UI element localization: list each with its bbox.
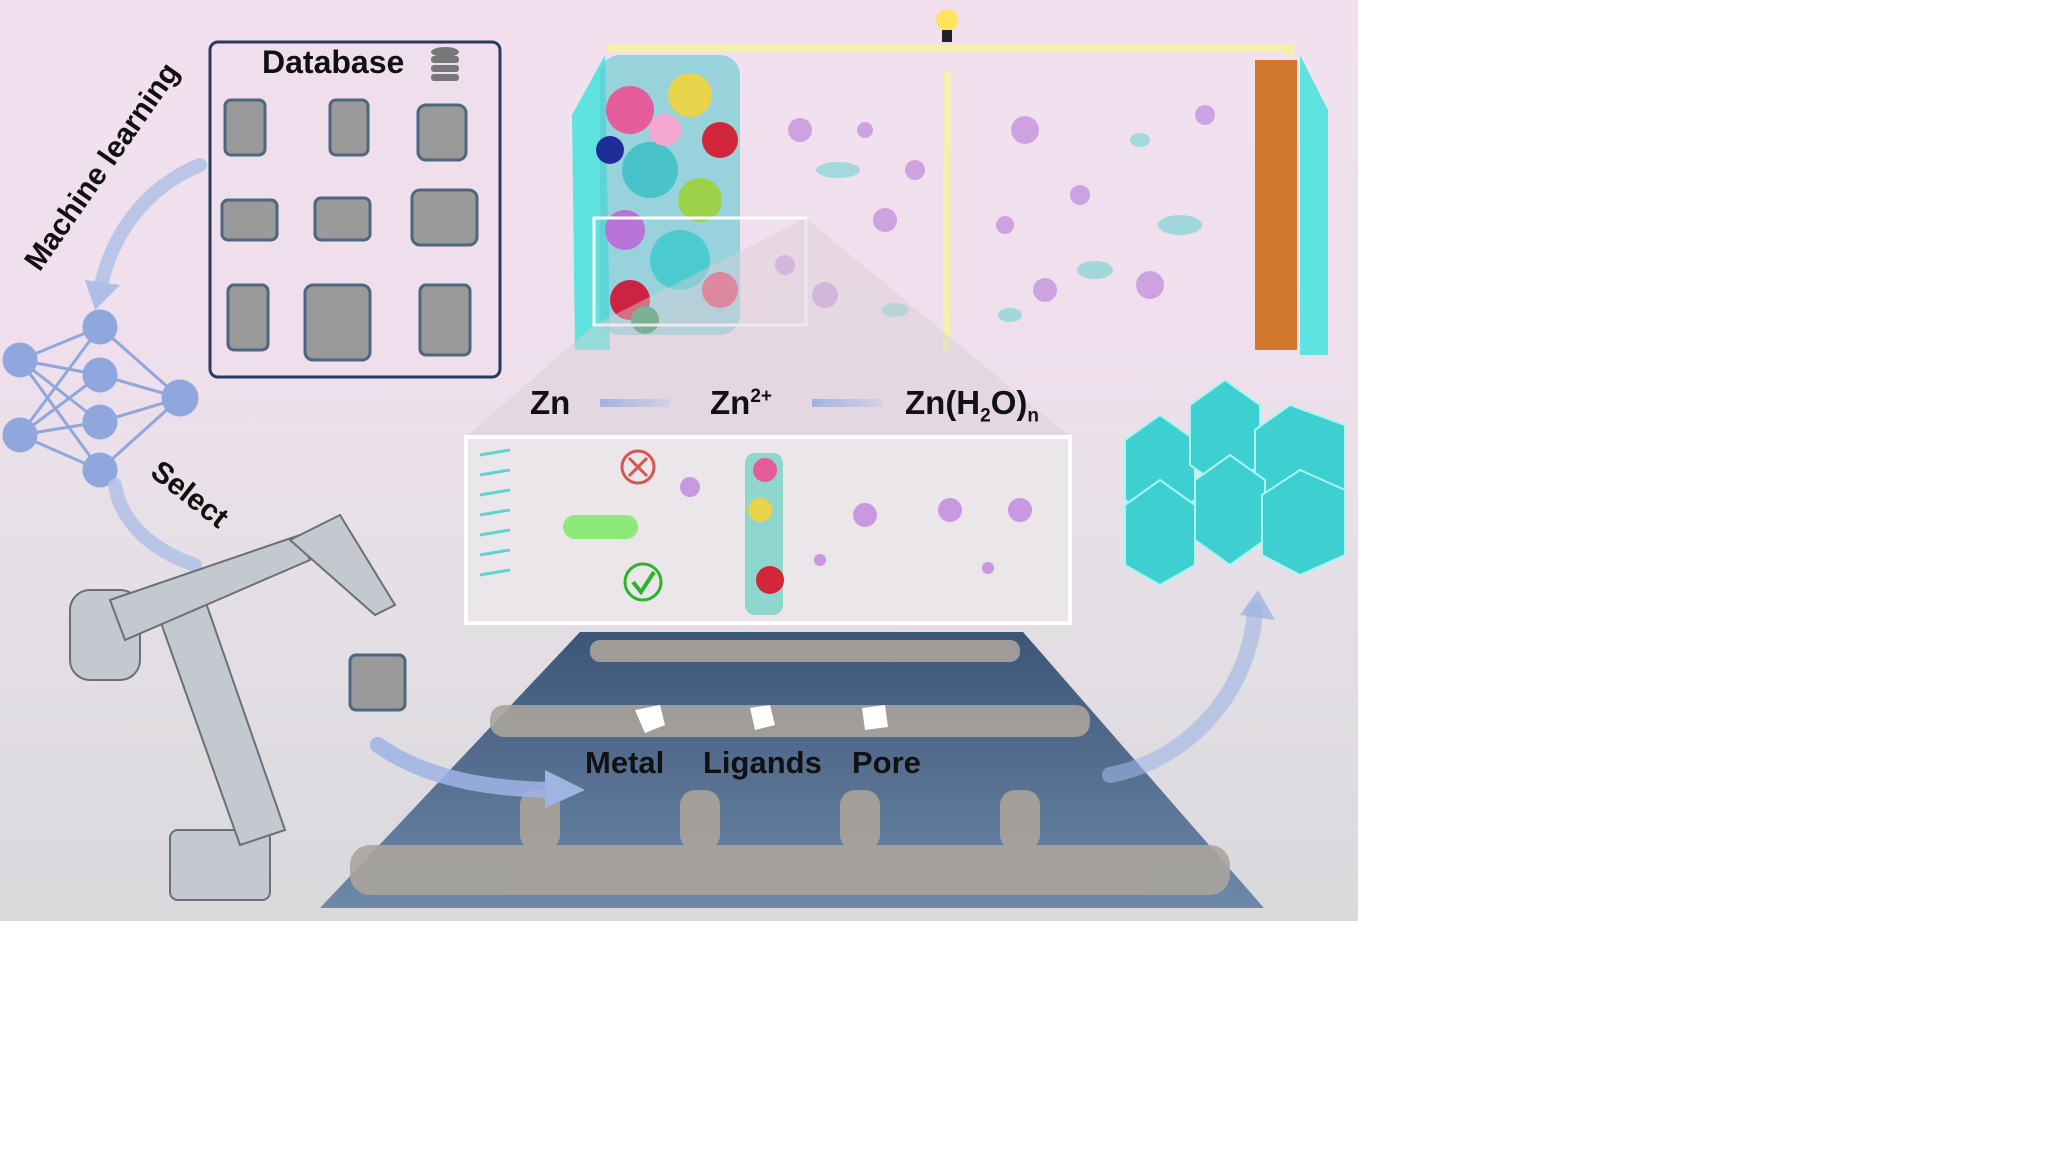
cathode-electrode-cyan [1300,55,1328,355]
zn2-charge: 2+ [750,386,772,407]
pore-label: Pore [852,745,921,780]
arrow-left-2 [812,399,882,407]
ml-arrow [93,158,207,297]
diagram-graphics [2,9,1346,908]
neural-network-icon [2,309,199,488]
anode-coating-spheres [596,55,740,335]
ligands-label: Ligands [703,745,822,780]
znh2o-part-a: Zn(H [905,384,981,421]
zinc-deposition-tube [563,515,638,539]
cathode-mof-layer [1255,60,1297,350]
mof-framework [1124,378,1346,587]
zn-label: Zn [530,384,571,421]
arrow-left-1 [600,399,670,407]
zn-h2o-n-label: Zn(H2O)n [905,384,1039,428]
database-title: Database [262,44,405,80]
znh2o-sub-2: 2 [980,405,991,427]
zoom-projection [466,218,1070,437]
zn2-base: Zn [710,384,751,421]
znh2o-part-b: O) [990,384,1028,421]
znh2o-sub-n: n [1027,405,1039,427]
floor-to-mof-arrow [1102,602,1263,783]
robot-to-floor-arrow [370,737,568,798]
select-arrow [108,478,202,572]
figure-canvas: Database Machine learning Select Zn Zn2+… [0,0,1358,921]
accept-icon [623,562,663,602]
zn2plus-label: Zn2+ [710,384,772,422]
circuit-wire [606,44,1294,56]
interface-detail [479,448,1032,615]
robot-arm-icon [69,513,407,901]
puzzle-pieces [220,98,479,362]
zinc-ions [816,133,1202,322]
lightbulb-icon [936,9,958,42]
zoom-highlight-box [592,216,808,327]
database-icon [431,47,459,81]
battery-cell [466,9,1328,437]
solvated-zinc-clusters [775,105,1215,308]
pore-holes [635,705,888,733]
held-puzzle-piece [348,653,407,712]
metal-label: Metal [585,745,665,780]
reject-icon [620,449,656,485]
